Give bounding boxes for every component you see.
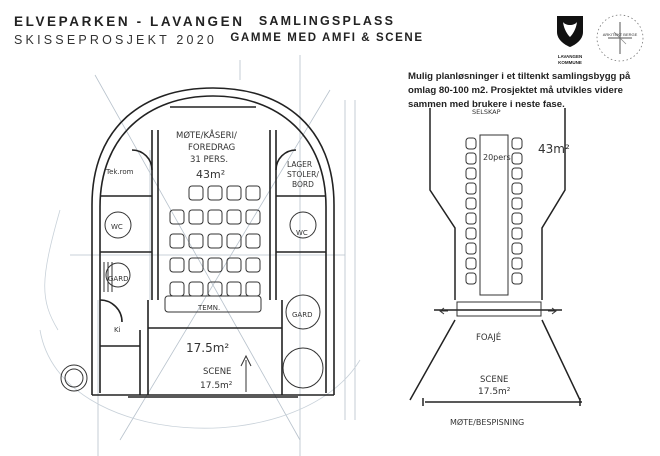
drawing-title-line2: GAMME MED AMFI & SCENE (230, 32, 424, 44)
left-plan-fixtures (60, 211, 324, 392)
seat (245, 185, 261, 201)
seat (245, 233, 261, 249)
label-storage-3: BORD (292, 180, 314, 189)
right-plan-labels: SELSKAP 20pers. 43m² FOAJÉ SCENE 17.5m² … (450, 108, 570, 427)
project-heading: ELVEPARKEN - LAVANGEN SKISSEPROSJEKT 202… (14, 14, 245, 47)
seat (226, 209, 242, 225)
chair (465, 137, 477, 150)
project-name: ELVEPARKEN - LAVANGEN (14, 14, 245, 29)
label-right-stage: SCENE (480, 375, 508, 385)
seat (169, 233, 185, 249)
designer-seal-icon: ARKITEKT BERGE (596, 14, 644, 62)
seat (226, 233, 242, 249)
seat (188, 257, 204, 273)
chair (465, 152, 477, 165)
chair (511, 242, 523, 255)
chair (511, 212, 523, 225)
seat (207, 233, 223, 249)
label-right-stage-area: 17.5m² (478, 387, 511, 397)
seat (226, 257, 242, 273)
seat (207, 257, 223, 273)
chair (511, 227, 523, 240)
left-plan-walls (91, 87, 335, 398)
label-stage-area-small: 17.5m² (200, 381, 233, 391)
chair (465, 167, 477, 180)
seat (245, 209, 261, 225)
seat (226, 281, 242, 297)
description-text: Mulig planløsninger i et tiltenkt samlin… (408, 71, 631, 110)
label-stage-area: 17.5m² (186, 341, 229, 355)
municipality-logo: LAVANGEN KOMMUNE (549, 14, 591, 65)
right-plan-seating (465, 137, 523, 285)
seal-text: ARKITEKT BERGE (603, 32, 638, 37)
construction-lines (70, 55, 356, 456)
chair (465, 182, 477, 195)
seat (245, 257, 261, 273)
label-main-room-1: MØTE/KÅSERI/ (176, 129, 237, 141)
chair (511, 257, 523, 270)
chair (511, 137, 523, 150)
chair (465, 227, 477, 240)
left-plan-seating (169, 185, 261, 297)
coat-of-arms-icon (557, 16, 583, 47)
seat (169, 281, 185, 297)
label-caption: MØTE/BESPISNING (450, 417, 524, 427)
seat (207, 209, 223, 225)
label-storage-2: STOLER/ (287, 170, 319, 179)
label-main-room-2: FOREDRAG (188, 143, 235, 153)
chair (511, 197, 523, 210)
seat (188, 209, 204, 225)
drawing-title-line1: SAMLINGSPLASS (258, 14, 396, 28)
chair (511, 167, 523, 180)
label-storage-1: LAGER (287, 160, 312, 169)
seat (169, 209, 185, 225)
label-gard-right: GARD (292, 311, 312, 319)
chair (511, 182, 523, 195)
seat (169, 257, 185, 273)
logo-caption-1: LAVANGEN (557, 54, 583, 59)
chair (465, 257, 477, 270)
seat (226, 185, 242, 201)
chair (465, 212, 477, 225)
label-foyer: FOAJÉ (476, 331, 501, 343)
chair (465, 197, 477, 210)
left-plan-labels: MØTE/KÅSERI/ FOREDRAG 31 PERS. 43m² Tek.… (105, 129, 319, 391)
logo-caption-2: KOMMUNE (558, 60, 582, 65)
drawing-title: SAMLINGSPLASS GAMME MED AMFI & SCENE (222, 14, 432, 44)
label-wc-right: WC (296, 229, 308, 237)
label-lower: TEMN. (197, 304, 220, 312)
seat (188, 185, 204, 201)
seat (188, 281, 204, 297)
label-top-room: SELSKAP (472, 108, 501, 116)
chair (511, 272, 523, 285)
chair (511, 152, 523, 165)
chair (465, 242, 477, 255)
seat (207, 281, 223, 297)
seat (188, 233, 204, 249)
seat (245, 281, 261, 297)
chair (465, 272, 477, 285)
project-subtitle: SKISSEPROSJEKT 2020 (14, 33, 217, 47)
label-ki: Ki (114, 326, 121, 334)
label-stage: SCENE (203, 367, 231, 377)
label-wc-left: WC (111, 223, 123, 231)
label-main-room-area: 43m² (196, 168, 225, 181)
right-plan-fixtures (439, 134, 557, 317)
seat (207, 185, 223, 201)
label-tech-room: Tek.rom (105, 168, 134, 176)
label-main-room-3: 31 PERS. (190, 155, 228, 165)
label-right-area: 43m² (538, 142, 570, 156)
label-gard-left: GARD (108, 275, 128, 283)
label-capacity: 20pers. (483, 153, 513, 162)
